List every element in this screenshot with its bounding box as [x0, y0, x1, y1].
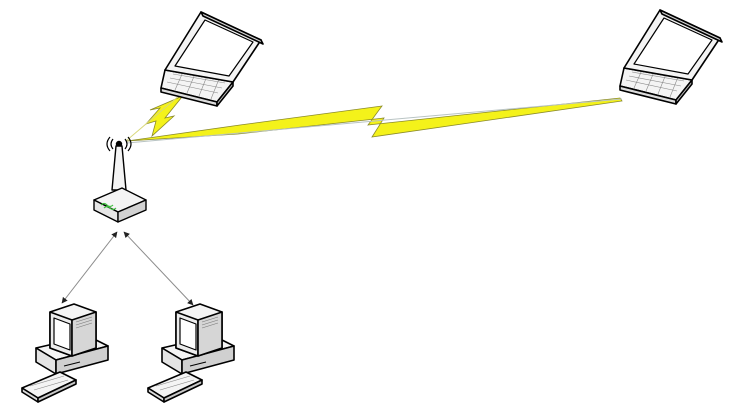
laptop-2[interactable] — [619, 9, 723, 105]
wireless-link-laptop-1 — [125, 91, 187, 142]
wireless-router-icon — [93, 136, 147, 223]
wireless-router[interactable] — [93, 136, 147, 223]
wired-link-desktop-2 — [123, 231, 194, 306]
desktop-1[interactable] — [21, 303, 109, 403]
laptop-icon — [619, 9, 723, 105]
wired-link-desktop-1 — [61, 231, 118, 304]
laptop-1[interactable] — [160, 11, 264, 107]
desktop-2[interactable] — [147, 303, 235, 403]
laptop-icon — [160, 11, 264, 107]
radio-waves-icon — [106, 136, 132, 152]
lightning-bolt-icon — [126, 97, 623, 142]
wireless-link-laptop-2 — [126, 97, 623, 144]
desktop-computer-icon — [147, 303, 235, 403]
lightning-bolt-icon — [144, 91, 187, 138]
desktop-computer-icon — [21, 303, 109, 403]
